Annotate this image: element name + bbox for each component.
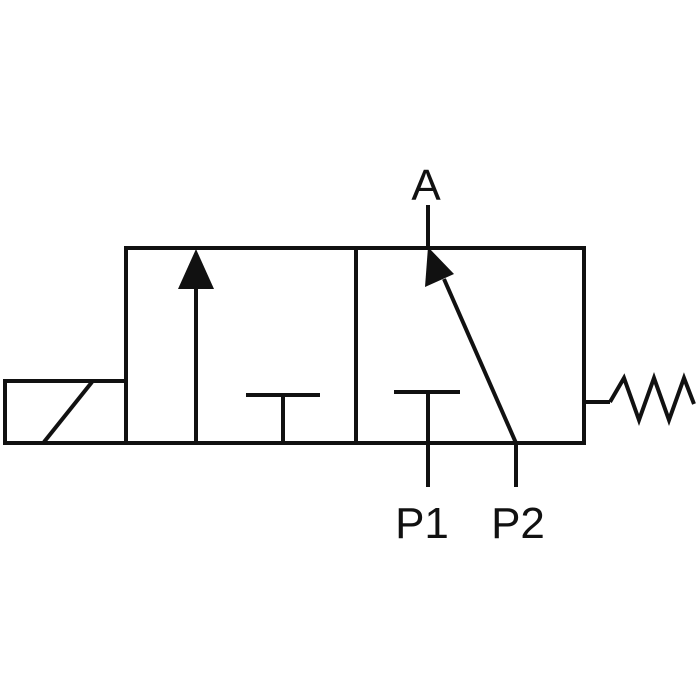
flow-arrowhead-left [178, 249, 214, 289]
flow-arrowhead-right [425, 247, 454, 287]
solenoid-diagonal [42, 380, 94, 444]
port-label-p1: P1 [395, 499, 449, 548]
spring-zigzag [608, 372, 696, 426]
spring-return [584, 372, 696, 426]
flow-line-right [442, 278, 518, 444]
left-position [178, 249, 320, 443]
solenoid-actuator [3, 379, 128, 445]
port-label-p2: P2 [491, 499, 545, 548]
valve-body [124, 246, 586, 445]
port-lines [426, 205, 518, 487]
right-position [394, 247, 518, 444]
port-label-a: A [411, 161, 441, 210]
